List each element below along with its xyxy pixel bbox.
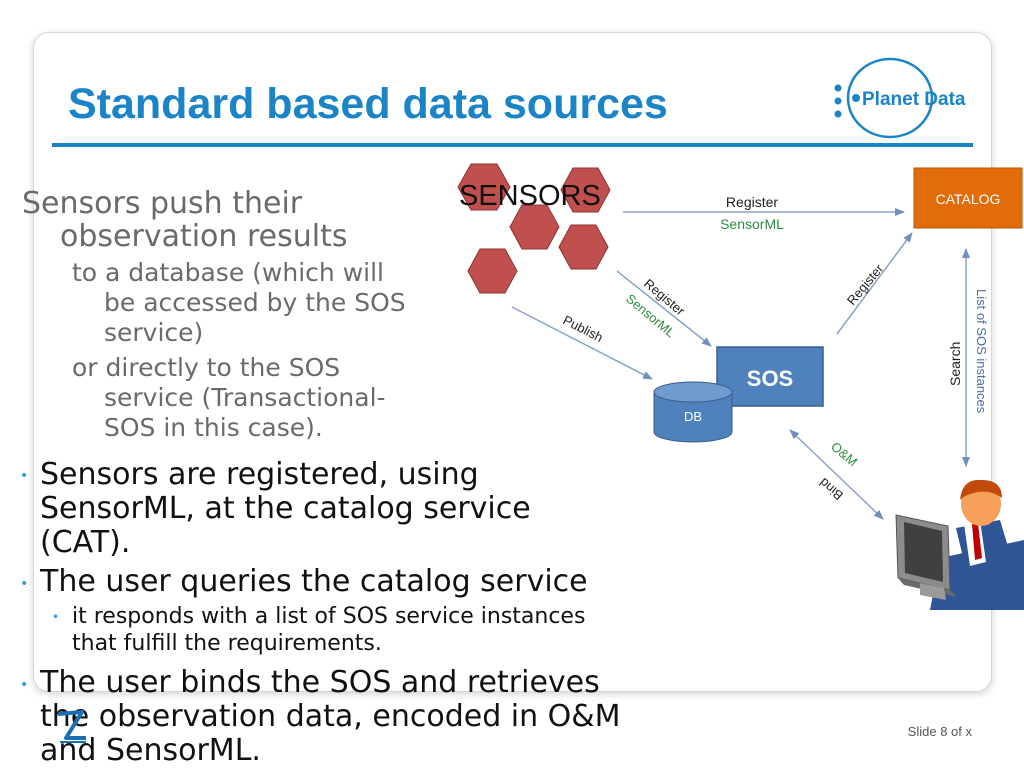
search-label: Search — [947, 342, 963, 386]
sensors-label: SENSORS — [459, 180, 601, 212]
sensor-hexagons — [457, 163, 611, 294]
logo-ring — [846, 57, 934, 139]
sos-box — [716, 346, 824, 407]
sensor-hexagon — [457, 163, 511, 211]
user-computer-icon — [895, 479, 1024, 610]
logo-dot — [852, 94, 860, 102]
register-arrow-diag — [616, 270, 712, 347]
architecture-diagram: SENSORS CATALOG SOS DB Register SensorML… — [457, 163, 1024, 610]
title-underline — [52, 143, 973, 147]
bullet-marker: • — [20, 468, 29, 484]
sensor-hexagon — [558, 224, 609, 270]
bullet3-line-3: and SensorML. — [40, 733, 261, 768]
catalog-label: CATALOG — [936, 191, 1001, 207]
intro-line-1: Sensors push their — [22, 186, 303, 221]
sub-bullet-line-2: that fulfill the requirements. — [72, 631, 382, 656]
eu-flag-icon — [57, 710, 86, 743]
sensorml-top-label: SensorML — [720, 216, 784, 232]
sensor-hexagon — [467, 248, 518, 294]
sensor-hexagon — [560, 167, 611, 213]
bullet3-line-1: The user binds the SOS and retrieves — [40, 665, 600, 700]
bind-arrow — [789, 429, 884, 520]
bullet2-line: The user queries the catalog service — [40, 564, 588, 599]
bullet1-line-1: Sensors are registered, using — [40, 457, 479, 492]
intro-line-2: observation results — [60, 219, 348, 254]
sub-bullet-marker: • — [52, 610, 60, 624]
slide-number: Slide 8 of x — [907, 724, 972, 739]
publish-arrow — [511, 306, 653, 380]
slide-title: Standard based data sources — [68, 80, 668, 128]
catalog-box — [913, 167, 1023, 229]
logo-dot — [834, 97, 842, 105]
bullet1-line-2: SensorML, at the catalog service — [40, 491, 531, 526]
bullet-marker: • — [20, 677, 29, 693]
planetdata-logo: Planet Data — [834, 57, 966, 139]
db-label: DB — [684, 409, 702, 424]
bullet1-line-3: (CAT). — [40, 525, 131, 560]
sub-bullet-line-1: it responds with a list of SOS service i… — [72, 604, 586, 629]
sub-a-line-3: service) — [104, 318, 204, 347]
publish-label: Publish — [561, 312, 606, 345]
om-label: O&M — [828, 439, 860, 470]
logo-dot — [834, 84, 842, 92]
register-top-label: Register — [726, 194, 778, 210]
sub-b-line-1: or directly to the SOS — [72, 353, 341, 382]
sub-b-line-3: SOS in this case). — [104, 413, 323, 442]
sub-a-line-1: to a database (which will — [72, 258, 384, 287]
bullet-marker: • — [20, 576, 29, 592]
sub-a-line-2: be accessed by the SOS — [104, 288, 406, 317]
sensor-hexagon — [509, 204, 560, 250]
bullet3-line-2: the observation data, encoded in O&M — [40, 699, 621, 734]
slide-card — [33, 32, 992, 692]
list-sos-label: List of SOS instances — [974, 289, 989, 414]
logo-dot — [834, 110, 842, 118]
logo-text: Planet Data — [862, 89, 966, 110]
sos-label: SOS — [747, 366, 793, 391]
db-cylinder — [653, 381, 733, 443]
register-arrow-right — [836, 232, 913, 335]
register-right-label: Register — [844, 261, 887, 308]
sub-b-line-2: service (Transactional- — [104, 383, 386, 412]
